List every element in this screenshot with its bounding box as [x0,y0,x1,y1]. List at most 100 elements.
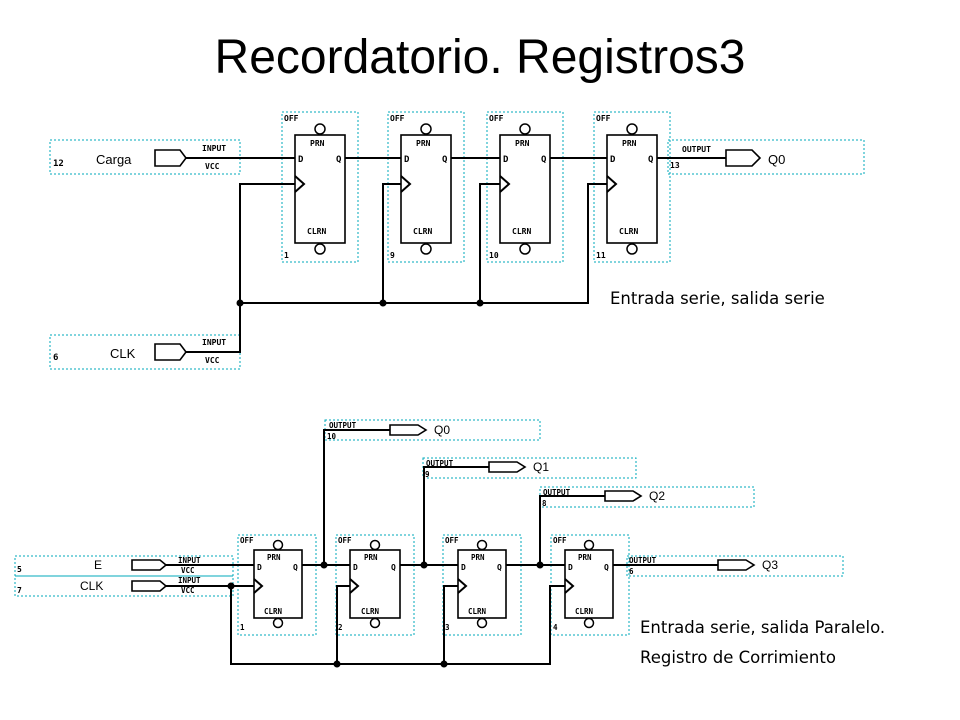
ff-q-label: Q [391,563,396,572]
output-symbol-q0 [389,424,428,436]
input-symbol-e [131,559,168,571]
ff-d-label: D [298,155,304,165]
wire-tap-q1 [423,466,489,565]
junction-dot [236,299,244,307]
ff-d-label: D [610,155,616,165]
input-symbol-carga [154,149,187,167]
page-title: Recordatorio. Registros3 [214,31,746,84]
junction-dot [379,299,387,307]
output-tag: OUTPUT [543,488,571,497]
ff-off-label: OFF [553,536,567,545]
wire-clk-bus [230,585,565,665]
output-tag: OUTPUT [629,556,657,565]
junction-dot [333,660,341,668]
ff-off-label: OFF [445,536,459,545]
junction-dot [227,582,235,590]
pin-number: 6 [629,567,634,576]
output-name-q2: Q2 [649,489,665,503]
pin-number: 13 [670,161,680,170]
ff-number: 1 [240,623,245,632]
wire-clk-ff2 [336,585,350,664]
ff-q-label: Q [336,155,342,165]
caption-serial-serial: Entrada serie, salida serie [610,289,825,308]
ff-prn-label: PRN [416,139,431,148]
ff-prn-label: PRN [622,139,637,148]
ff-clrn-label: CLRN [512,227,531,236]
pin-number: 6 [53,353,58,363]
dff-3: OFF PRN D Q CLRN 3 [445,536,507,632]
ff-prn-label: PRN [267,553,281,562]
input-tag: INPUT [178,576,201,585]
ff-d-label: D [404,155,410,165]
ff-d-label: D [353,563,358,572]
ff-d-label: D [461,563,466,572]
dff-2: OFF PRN D Q CLRN 2 [338,536,401,632]
input-tag: INPUT [202,144,226,153]
ff-q-label: Q [442,155,448,165]
vcc-tag: VCC [205,356,220,365]
output-frame-q0 [667,139,865,175]
ff-frame-3 [486,111,564,263]
ff-d-label: D [503,155,509,165]
wire-tap-q0 [323,429,390,565]
bottom-circuit: E CLK 5 7 INPUT VCC INPUT VCC Q0 OUTPUT … [14,419,844,668]
top-circuit: Carga CLK 12 6 INPUT VCC INPUT VCC Q0 OU… [49,111,865,370]
ff-frame-4 [593,111,671,263]
ff-prn-label: PRN [310,139,325,148]
output-symbol-q1 [488,461,527,473]
caption-serial-parallel: Entrada serie, salida Paralelo. [640,618,886,637]
ff-clrn-label: CLRN [307,227,326,236]
pin-number: 8 [542,499,547,508]
ff-frame-2 [387,111,465,263]
ff-off-label: OFF [284,114,299,123]
pin-number: 10 [327,432,337,441]
wire-clk-ff2 [382,183,401,303]
dff-2: OFF PRN D Q CLRN 9 [390,114,452,260]
dff-4: OFF PRN D Q CLRN 11 [596,114,658,260]
ff-off-label: OFF [489,114,504,123]
vcc-tag: VCC [181,586,195,595]
output-tag: OUTPUT [426,459,454,468]
vcc-tag: VCC [205,162,220,171]
ff-number: 3 [445,623,450,632]
ff-q-label: Q [293,563,298,572]
vcc-tag: VCC [181,566,195,575]
ff-d-label: D [568,563,573,572]
ff-number: 2 [338,623,343,632]
input-name-clk: CLK [110,346,136,361]
input-name-clk: CLK [80,579,103,593]
ff-number: 10 [489,251,499,260]
ff-clrn-label: CLRN [575,607,594,616]
pin-number: 9 [425,470,430,479]
ff-q-label: Q [648,155,654,165]
ff-q-label: Q [497,563,502,572]
junction-dot [320,561,328,569]
ff-number: 9 [390,251,395,260]
output-name-q0: Q0 [768,152,785,167]
output-symbol-q2 [604,490,643,502]
ff-off-label: OFF [596,114,611,123]
output-name-q3: Q3 [762,558,778,572]
caption-shift-register: Registro de Corrimiento [640,648,836,667]
dff-4: OFF PRN D Q CLRN 4 [553,536,614,632]
dff-3: OFF PRN D Q CLRN 10 [489,114,551,260]
pin-number: 12 [53,159,64,169]
output-tag: OUTPUT [329,421,357,430]
output-symbol-q3 [717,559,756,571]
junction-dot [536,561,544,569]
ff-prn-label: PRN [515,139,530,148]
ff-q-label: Q [604,563,609,572]
ff-number: 1 [284,251,289,260]
ff-prn-label: PRN [364,553,378,562]
input-tag: INPUT [178,556,201,565]
output-symbol-q0 [725,149,762,167]
ff-prn-label: PRN [578,553,592,562]
wire-clk-bus [240,183,607,304]
input-name-e: E [94,558,102,572]
input-tag: INPUT [202,338,226,347]
ff-d-label: D [257,563,262,572]
input-symbol-clk [154,343,187,361]
ff-prn-label: PRN [471,553,485,562]
pin-number: 7 [17,586,22,595]
